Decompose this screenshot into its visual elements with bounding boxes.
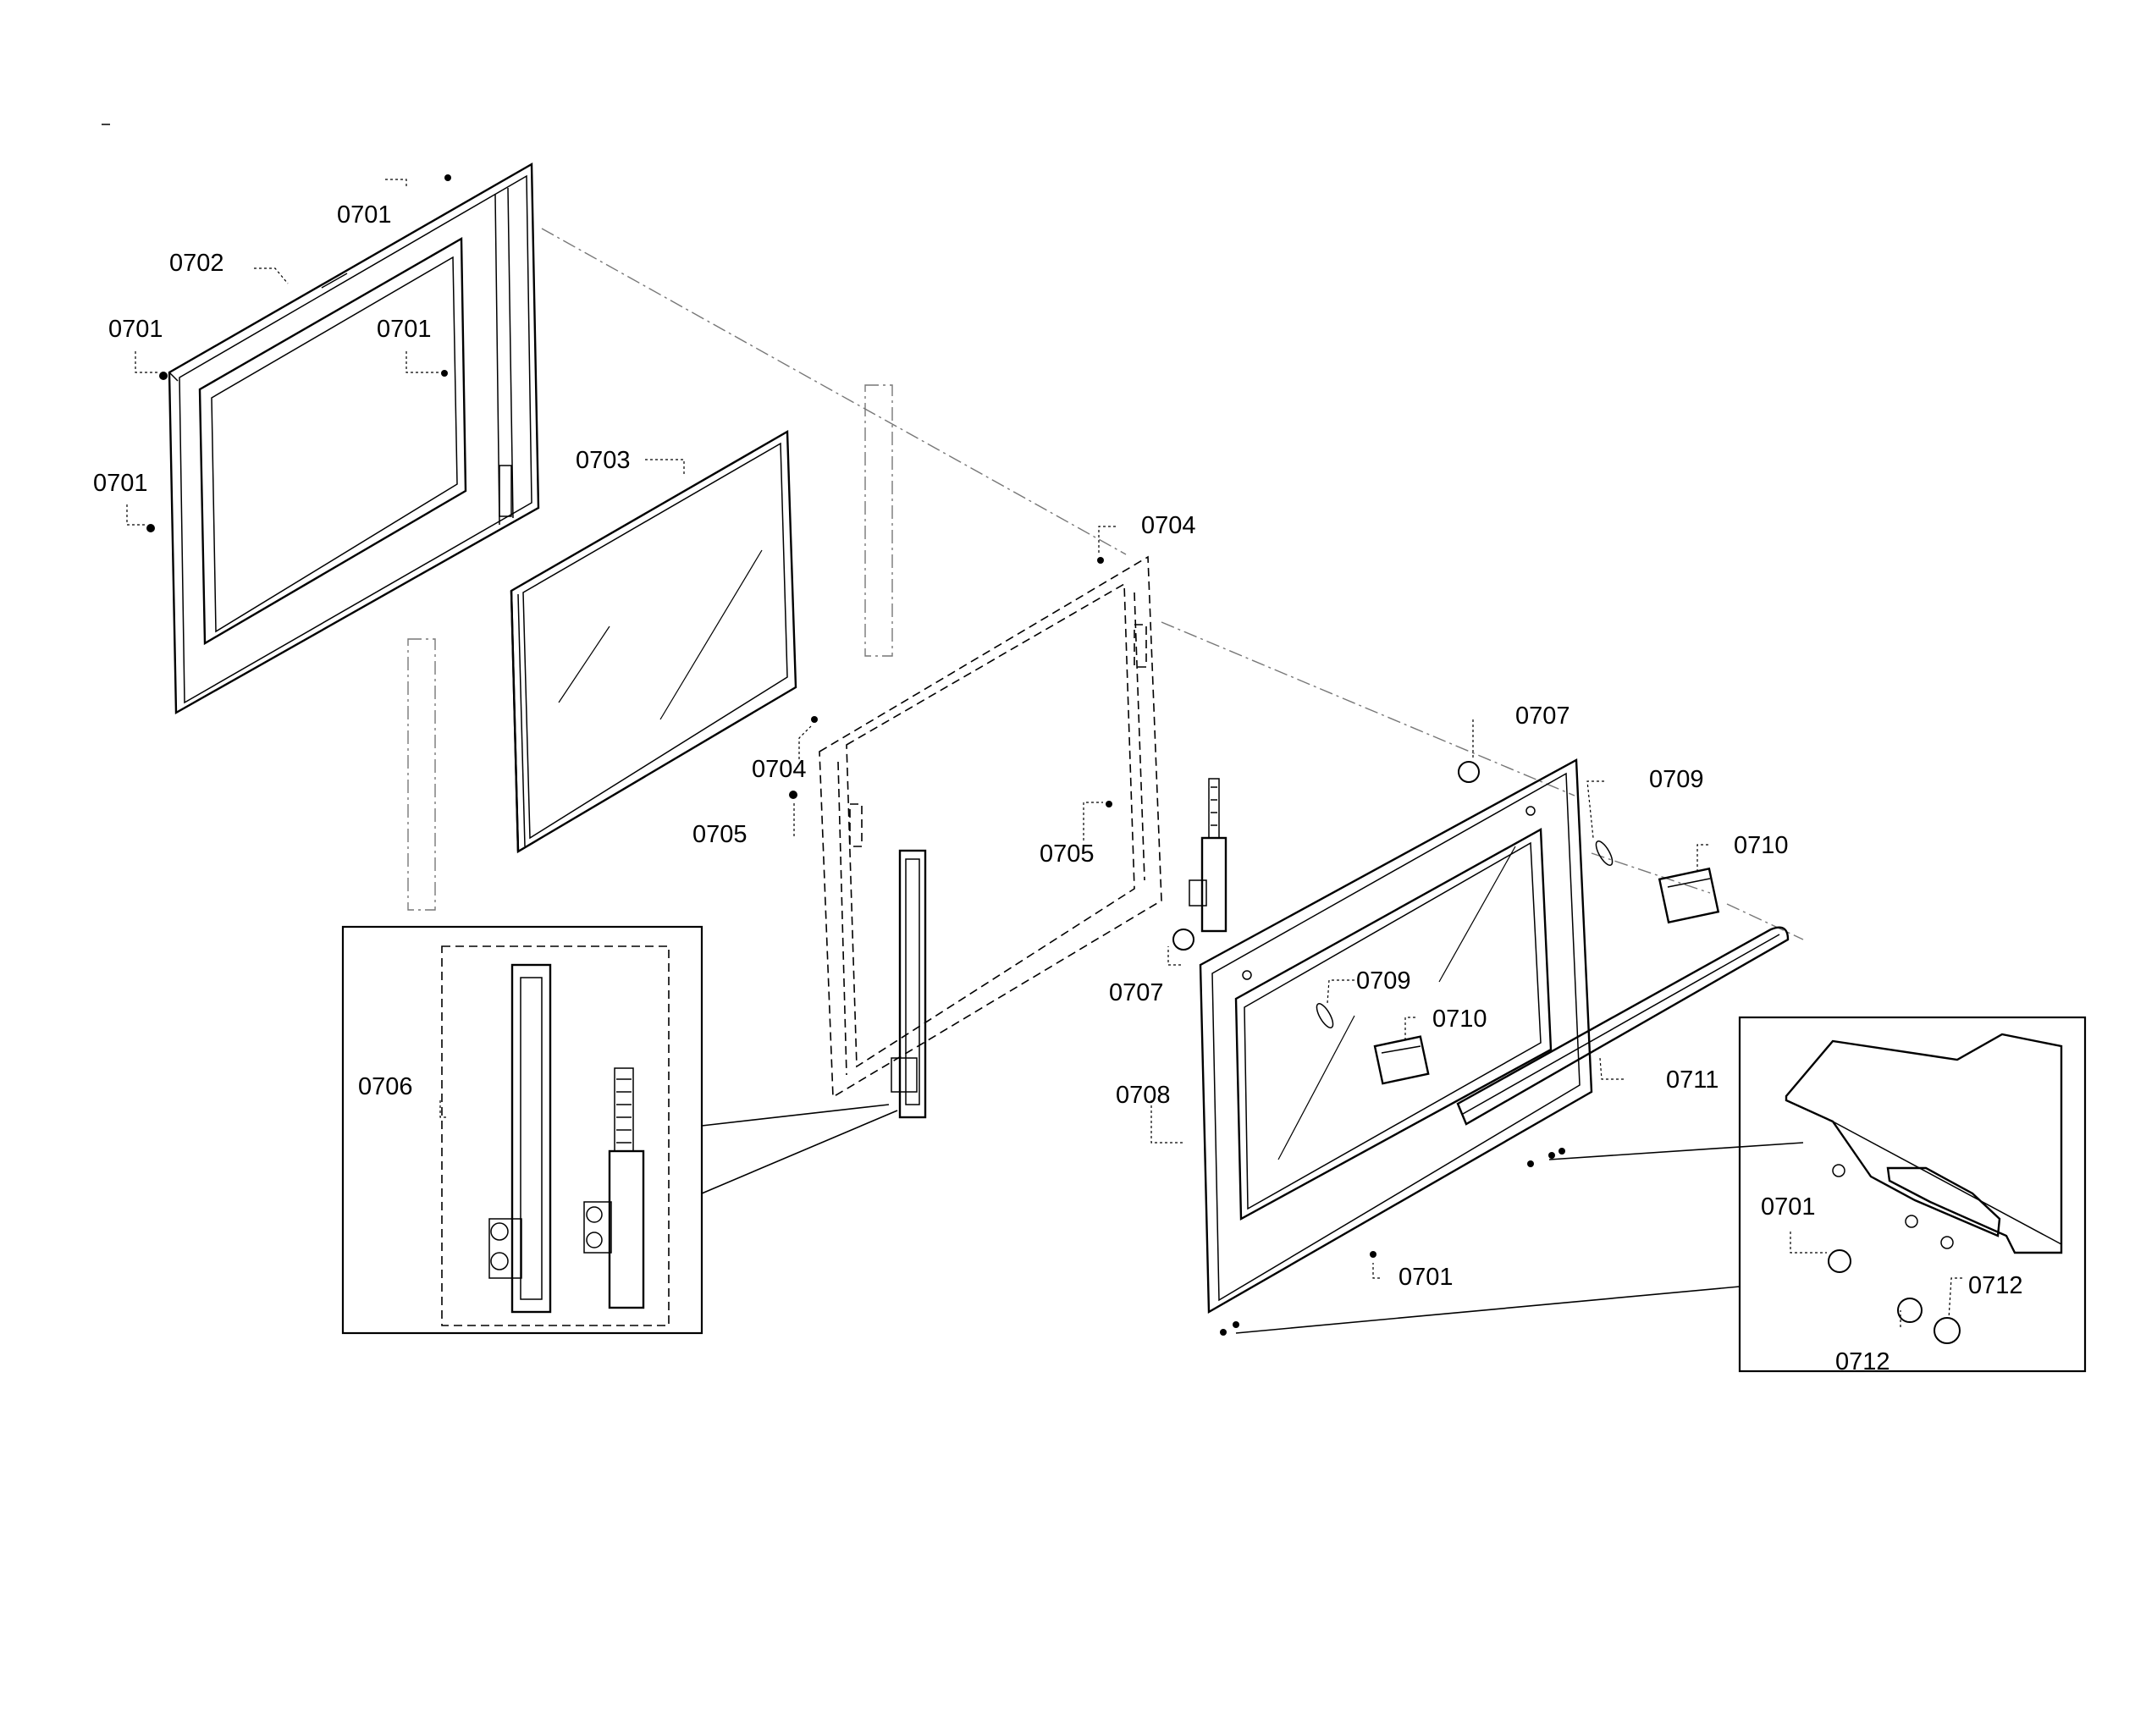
label-0710-lower: 0710: [1432, 1006, 1487, 1033]
screws: [146, 174, 1565, 1336]
label-0707-upper: 0707: [1515, 703, 1570, 730]
nuts: [1172, 761, 1480, 951]
label-0706: 0706: [358, 1073, 413, 1100]
dashed-seals: [407, 384, 893, 911]
label-0707-lower: 0707: [1109, 979, 1164, 1006]
handle-mount-upper: [1595, 840, 1720, 924]
label-0712-bottom: 0712: [1835, 1348, 1890, 1375]
door-handle: [1456, 926, 1790, 1126]
label-0703: 0703: [576, 447, 631, 474]
hinge-left: [891, 849, 927, 1119]
label-0701-bottom: 0701: [1399, 1264, 1454, 1291]
hinge-right: [1189, 778, 1227, 933]
hinge-inset: [341, 925, 898, 1335]
handle-mount-lower: [1316, 1003, 1430, 1085]
label-0702: 0702: [169, 250, 224, 277]
label-0704-top: 0704: [1141, 512, 1196, 539]
label-0701-inset: 0701: [1761, 1193, 1816, 1221]
label-0709-upper: 0709: [1649, 766, 1704, 793]
label-0704-side: 0704: [752, 756, 807, 783]
inset-hinge-long: [488, 963, 552, 1314]
inner-door-frame: [168, 162, 540, 715]
label-0705-right: 0705: [1040, 840, 1095, 868]
glass-panel: [510, 429, 797, 854]
label-0701-left-lower: 0701: [93, 470, 148, 497]
label-0712-right: 0712: [1968, 1272, 2023, 1299]
label-0701-left-upper: 0701: [108, 316, 163, 343]
dashed-door-frame: [819, 555, 1162, 1099]
outer-door-panel: [1199, 758, 1593, 1314]
label-0701-top: 0701: [337, 201, 392, 229]
label-0710-upper: 0710: [1734, 832, 1789, 859]
label-0701-inner: 0701: [377, 316, 432, 343]
label-0711: 0711: [1666, 1066, 1718, 1094]
label-0705-left: 0705: [692, 821, 748, 848]
alignment-lines: [541, 228, 1804, 940]
inset-hinge-short: [583, 1067, 645, 1309]
leader-lines: [126, 179, 1962, 1327]
label-0709-lower: 0709: [1356, 967, 1411, 995]
bracket-inset: [1235, 1016, 2087, 1373]
label-0708: 0708: [1116, 1082, 1171, 1109]
part-labels: 0701 0702 0701 0701 0701 0703 0704 0704 …: [93, 201, 2023, 1375]
